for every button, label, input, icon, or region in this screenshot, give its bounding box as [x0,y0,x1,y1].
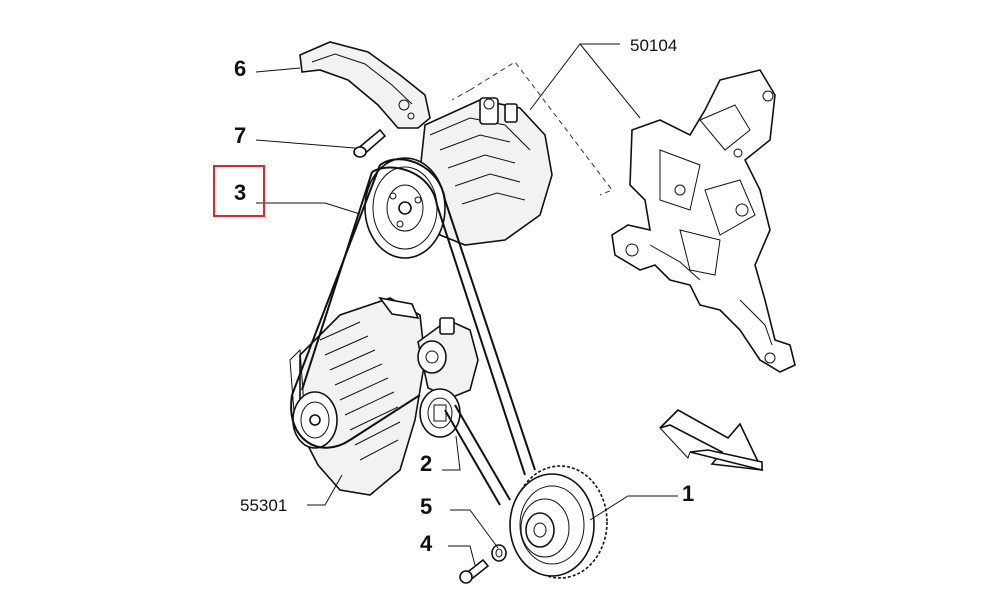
callout-1: 1 [682,481,694,506]
alternator-pulley [292,391,338,449]
leader-lines [255,43,678,566]
drive-belt-part-3 [290,158,536,506]
belt-guard-part-6 [299,41,431,129]
bolt-part-4 [459,558,490,584]
alternator [289,296,426,496]
callout-6: 6 [234,56,246,81]
callout-5: 5 [420,494,432,519]
crankshaft-pulley-part-1 [509,465,608,579]
callout-4: 4 [420,531,433,556]
part-number-compressor-bracket: 50104 [630,36,677,55]
ac-compressor [417,97,553,246]
belt-tensioner-part-2 [417,317,479,438]
mounting-bracket [611,69,796,373]
callout-3: 3 [234,180,246,205]
highlight-box [213,165,265,217]
bracket-phantom-outline [451,61,613,196]
callout-7: 7 [234,123,246,148]
direction-arrow [659,409,764,472]
callout-2: 2 [420,451,432,476]
bolt-part-7 [353,128,387,158]
washer-part-5 [491,544,507,562]
compressor-pulley [364,157,446,259]
part-number-alternator: 55301 [240,496,287,515]
